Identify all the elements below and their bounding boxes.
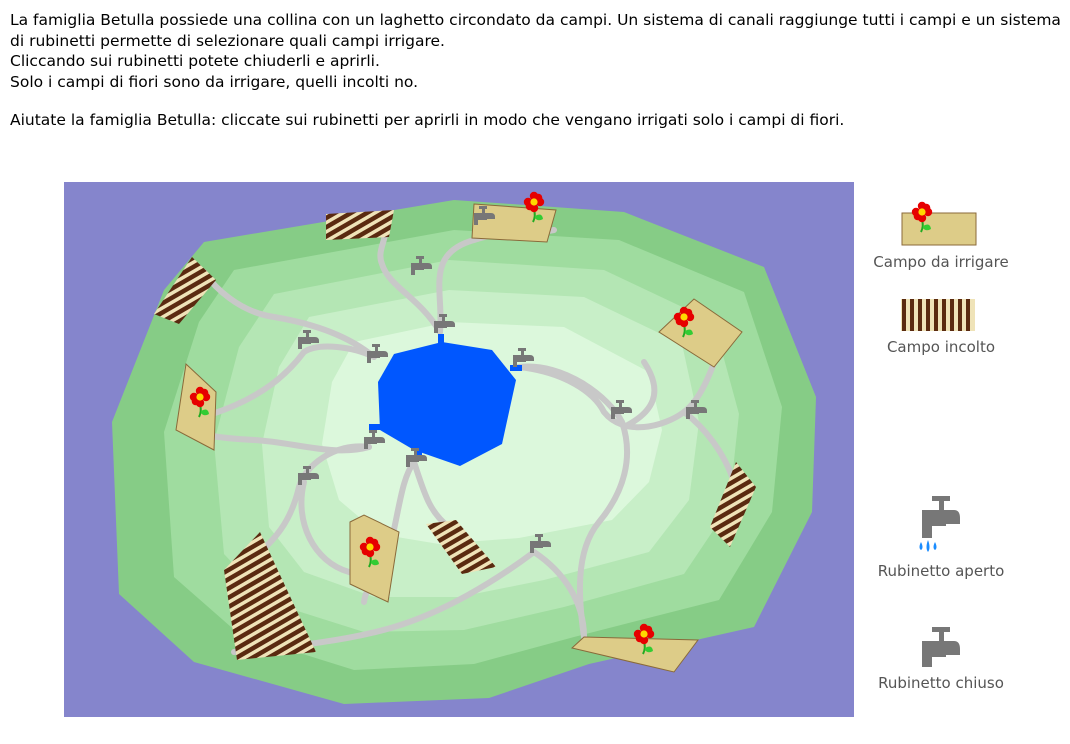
lake [378, 342, 516, 466]
field-fallow-4 [426, 520, 496, 574]
legend-flower-field-icon [901, 201, 977, 246]
water-tap-8[interactable] [361, 427, 387, 453]
legend-tap-open-label: Rubinetto aperto [877, 562, 1005, 580]
water-tap-1[interactable] [408, 253, 434, 279]
legend-tap-closed-icon [922, 627, 960, 667]
field-fallow-5 [224, 532, 316, 660]
field-fallow-3 [710, 462, 756, 547]
water-tap-2[interactable] [431, 311, 457, 337]
instructions-line-2: Cliccando sui rubinetti potete chiuderli… [10, 52, 380, 70]
water-tap-6[interactable] [608, 397, 634, 423]
instructions-line-1: La famiglia Betulla possiede una collina… [10, 11, 1061, 50]
field-flower-3 [175, 362, 217, 451]
legend-fallow-field-icon [901, 299, 975, 331]
field-flower-2 [658, 298, 743, 368]
water-tap-3[interactable] [295, 327, 321, 353]
legend-tap-closed-label: Rubinetto chiuso [878, 674, 1004, 692]
legend-flower-field-label: Campo da irrigare [873, 253, 1009, 271]
instructions-line-4: Aiutate la famiglia Betulla: cliccate su… [10, 111, 845, 129]
legend-tap-open-icon [919, 496, 960, 552]
instructions-line-3: Solo i campi di fiori sono da irrigare, … [10, 72, 419, 91]
water-tap-10[interactable] [295, 463, 321, 489]
legend-fallow-field-label: Campo incolto [886, 338, 996, 356]
water-tap-12[interactable] [471, 203, 497, 229]
hill-map [64, 182, 854, 717]
field-fallow-2 [154, 257, 216, 324]
water-tap-11[interactable] [527, 531, 553, 557]
water-tap-5[interactable] [510, 345, 536, 371]
field-fallow-1 [326, 210, 394, 240]
field-flower-4 [349, 514, 400, 603]
water-tap-7[interactable] [683, 397, 709, 423]
instructions: La famiglia Betulla possiede una collina… [10, 10, 1065, 131]
water-tap-4[interactable] [364, 341, 390, 367]
field-flower-5 [570, 622, 699, 673]
water-tap-9[interactable] [403, 445, 429, 471]
